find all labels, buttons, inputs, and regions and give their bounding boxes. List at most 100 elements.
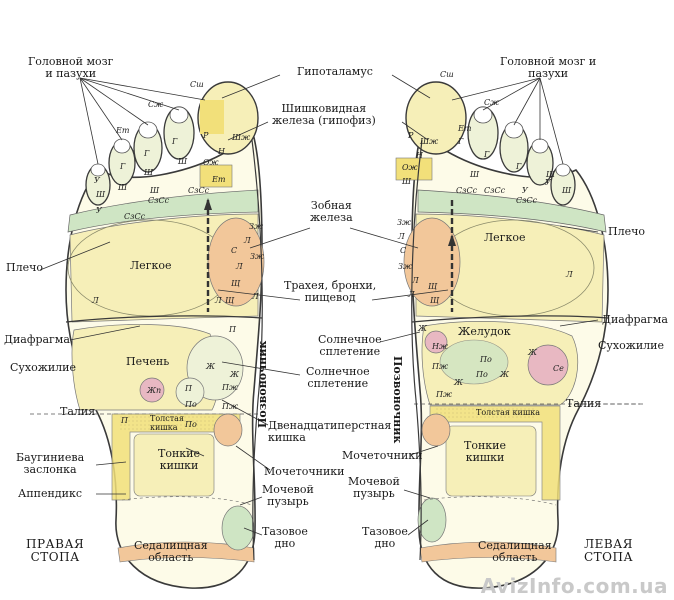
label-shoulder-left: Плечо [608, 225, 645, 238]
label-spine-left: Позвоночник [391, 356, 404, 444]
label-ureters-left: Мочеточники [342, 449, 423, 462]
zone-abbreviation: У [96, 206, 102, 215]
label-solar-plexus-left: Солнечное сплетение [318, 333, 382, 358]
label-small-intestine-right: Тонкие кишки [158, 447, 201, 472]
zone-abbreviation: Л [215, 296, 222, 305]
zone-abbreviation: Г [516, 162, 522, 171]
zone-abbreviation: СзСс [484, 186, 506, 195]
zone-abbreviation: Р [408, 131, 414, 140]
label-spine-right: Позвоночник [256, 340, 269, 428]
zone-abbreviation: Пж [432, 362, 449, 371]
zone-abbreviation: Зж [398, 262, 413, 271]
zone-abbreviation: Л [236, 262, 243, 271]
zone-abbreviation: СзСс [456, 186, 478, 195]
label-tendon-right: Сухожилие [10, 361, 76, 374]
zone-abbreviation: Л [244, 236, 251, 245]
zone-abbreviation: Щ [225, 296, 235, 305]
left-foot [395, 81, 640, 589]
zone-abbreviation: Ж [418, 324, 427, 333]
label-appendix: Аппендикс [18, 487, 82, 500]
zone-abbreviation: Ш [402, 177, 412, 186]
zone-abbreviation: Щ [430, 296, 440, 305]
zone-abbreviation: Пж [222, 383, 239, 392]
zone-abbreviation: П [121, 416, 128, 425]
title-right-foot: ПРАВАЯ СТОПА [26, 537, 85, 564]
zone-abbreviation: По [185, 400, 197, 409]
zone-abbreviation: Н [416, 151, 423, 160]
leader-lines [39, 74, 599, 536]
zone-abbreviation: Ш [118, 183, 128, 192]
zone-abbreviation: Ож [203, 158, 219, 167]
zone-abbreviation: Г [120, 162, 126, 171]
zone-abbreviation: Щ [231, 279, 241, 288]
zone-abbreviation: Ш [178, 157, 188, 166]
label-waist-left: Талия [566, 397, 602, 410]
zone-abbreviation: С [400, 246, 407, 255]
zone-abbreviation: По [476, 370, 488, 379]
label-diaphragm-right: Диафрагма [4, 333, 70, 346]
label-tendon-left: Сухожилие [598, 339, 664, 352]
label-duodenum: Двенадцатиперстная кишка [268, 419, 392, 444]
zone-abbreviation: Се [553, 364, 564, 373]
zone-abbreviation: Ож [402, 163, 418, 172]
left-thymus-zone [403, 217, 461, 307]
zone-abbreviation: Ет [116, 126, 130, 135]
label-pineal: Шишковидная железа (гипофиз) [272, 102, 376, 127]
zone-abbreviation: Шж [232, 133, 251, 142]
zone-abbreviation: Л [92, 296, 99, 305]
label-diaphragm-left: Диафрагма [602, 313, 668, 326]
label-lung-right: Легкое [130, 259, 172, 272]
label-sciatic-left: Седалищная область [478, 539, 552, 564]
label-solar-plexus-right: Солнечное сплетение [306, 365, 370, 390]
gallbladder [139, 377, 165, 403]
label-colon-right: Толстая кишка [150, 414, 184, 432]
zone-abbreviation: Л [408, 290, 415, 299]
zone-abbreviation: СзСс [188, 186, 210, 195]
label-liver: Печень [126, 355, 170, 368]
zone-abbreviation: Сж [484, 98, 500, 107]
zone-abbreviation: Сж [148, 100, 164, 109]
watermark: AvizInfo.com.ua [480, 574, 668, 598]
zone-abbreviation: Ш [470, 170, 480, 179]
zone-abbreviation: Ж [206, 362, 215, 371]
zone-abbreviation: Г [484, 150, 490, 159]
zone-abbreviation: Пж [436, 390, 453, 399]
label-bladder-right: Мочевой пузырь [262, 483, 314, 508]
zone-abbreviation: Нж [432, 342, 449, 351]
zone-abbreviation: У [522, 186, 528, 195]
label-stomach: Желудок [458, 325, 511, 338]
zone-abbreviation: Л [566, 270, 573, 279]
zone-abbreviation: Ш [96, 190, 106, 199]
zone-abbreviation: Зж [250, 252, 265, 261]
zone-abbreviation: Г [458, 137, 464, 146]
label-ureters-right: Мочеточники [264, 465, 345, 478]
zone-abbreviation: По [185, 420, 197, 429]
zone-abbreviation: Ж [500, 370, 509, 379]
zone-abbreviation: Ет [458, 124, 472, 133]
label-thymus: Зобная железа [310, 199, 353, 224]
label-trachea: Трахея, бронхи, пищевод [284, 279, 377, 304]
zone-abbreviation: Ж [528, 348, 537, 357]
label-colon-left: Толстая кишка [476, 408, 541, 417]
label-small-intestine-left: Тонкие кишки [464, 439, 507, 464]
zone-abbreviation: Ет [212, 175, 226, 184]
zone-abbreviation: Л [412, 276, 419, 285]
zone-abbreviation: Зж [249, 222, 264, 231]
zone-abbreviation: Ш [150, 186, 160, 195]
left-small-intestine-zone [445, 425, 537, 497]
zone-abbreviation: Щ [428, 282, 438, 291]
zone-abbreviation: П [185, 384, 192, 393]
zone-abbreviation: Сш [190, 80, 204, 89]
left-big-toe [405, 81, 467, 155]
zone-abbreviation: У [545, 178, 551, 187]
zone-abbreviation: Ш [546, 170, 556, 179]
zone-abbreviation: У [94, 176, 100, 185]
label-hypothalamus: Гипоталамус [297, 65, 373, 78]
zone-abbreviation: Р [203, 131, 209, 140]
zone-abbreviation: Г [144, 149, 150, 158]
title-left-foot: ЛЕВАЯ СТОПА [584, 537, 634, 564]
label-bauhin-valve: Баугиниева заслонка [16, 451, 85, 476]
zone-abbreviation: Н [218, 147, 225, 156]
